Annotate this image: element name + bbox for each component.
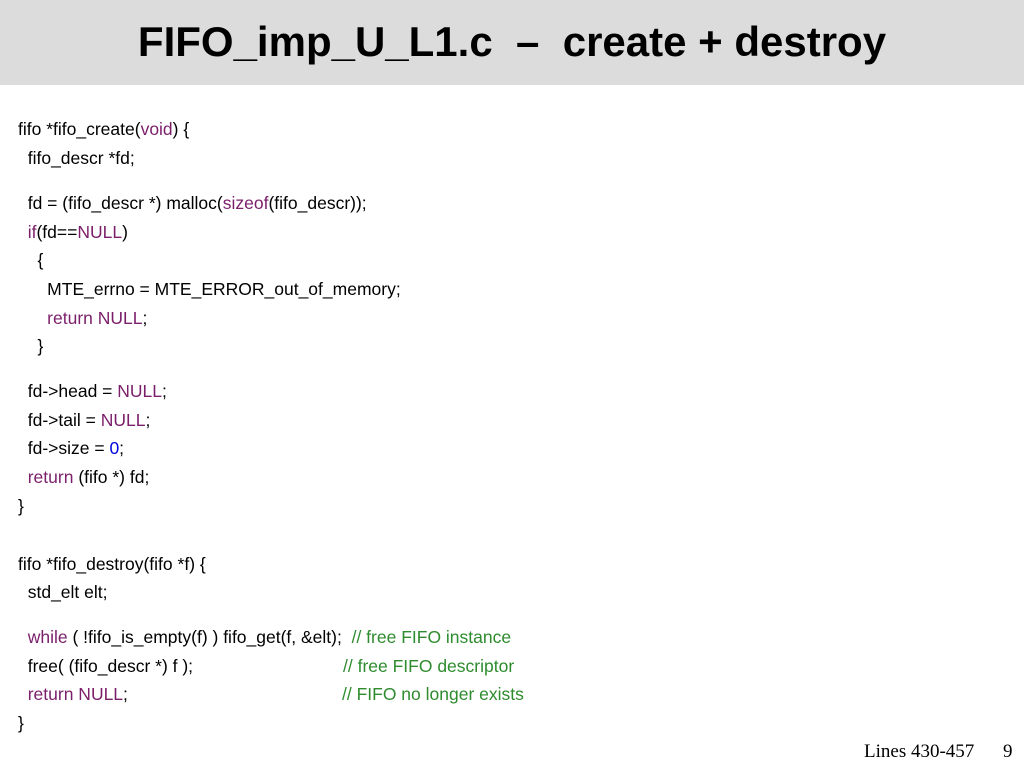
code-line: fd->size = 0; [18, 437, 124, 459]
code-text: (fd== [36, 222, 78, 242]
page-number: 9 [1003, 741, 1013, 762]
code-number: 0 [109, 438, 120, 458]
code-text: ; [145, 410, 151, 430]
code-text: ( !fifo_is_empty(f) ) fifo_get(f, &elt); [67, 627, 352, 647]
code-text: fd->tail = [18, 410, 101, 430]
code-text: ; [119, 438, 125, 458]
code-line: fifo *fifo_create(void) { [18, 118, 189, 140]
code-text: free( (fifo_descr *) f ); [18, 656, 194, 676]
code-line: fifo_descr *fd; [18, 147, 135, 169]
code-text: (fifo *) fd; [73, 467, 150, 487]
code-text: } [18, 713, 24, 733]
code-text: } [18, 336, 44, 356]
code-keyword: if [18, 222, 37, 242]
code-text: fd->head = [18, 381, 118, 401]
code-text: { [18, 250, 44, 270]
code-text: fifo_descr *fd; [18, 148, 135, 168]
code-line: if(fd==NULL) [18, 221, 128, 243]
code-keyword: NULL [100, 410, 146, 430]
code-comment: // free FIFO descriptor [343, 656, 515, 676]
code-text: MTE_errno = MTE_ERROR_out_of_memory; [18, 279, 401, 299]
code-text: std_elt elt; [18, 582, 108, 602]
title-bar [0, 0, 1024, 85]
code-line: fd->head = NULL; [18, 380, 167, 402]
lines-reference: Lines 430-457 [864, 741, 975, 762]
code-text: ) { [172, 119, 190, 139]
code-text: } [18, 496, 24, 516]
code-text: fifo *fifo_destroy(fifo *f) { [18, 554, 206, 574]
code-line: return (fifo *) fd; [18, 466, 150, 488]
slide-title: FIFO_imp_U_L1.c – create + destroy [137, 18, 887, 65]
code-comment: // FIFO no longer exists [342, 684, 524, 704]
code-keyword: NULL [77, 222, 123, 242]
code-text: fd->size = [18, 438, 110, 458]
code-line: return NULL; [18, 683, 128, 705]
code-comment: // free FIFO instance [351, 627, 512, 647]
code-line: free( (fifo_descr *) f ); [18, 655, 193, 677]
code-text: fd = (fifo_descr *) malloc( [18, 193, 223, 213]
code-text: fifo *fifo_create( [18, 119, 141, 139]
code-line: } [18, 712, 24, 734]
code-line: { [18, 249, 43, 271]
code-line: return NULL; [18, 307, 147, 329]
code-line: } [18, 335, 43, 357]
code-text: ; [123, 684, 128, 704]
code-keyword: NULL [117, 381, 162, 401]
code-text: ; [142, 308, 148, 328]
code-keyword: return [18, 467, 74, 487]
code-text: (fifo_descr)); [268, 193, 367, 213]
code-line: while ( !fifo_is_empty(f) ) fifo_get(f, … [18, 626, 511, 648]
code-line: } [18, 495, 24, 517]
code-keyword: while [18, 627, 68, 647]
code-line: MTE_errno = MTE_ERROR_out_of_memory; [18, 278, 401, 300]
code-keyword: void [140, 119, 173, 139]
code-text: ; [162, 381, 167, 401]
code-keyword: return NULL [18, 684, 124, 704]
code-keyword: sizeof [222, 193, 269, 213]
code-keyword: return NULL [18, 308, 143, 328]
code-line: fd->tail = NULL; [18, 409, 151, 431]
code-line: std_elt elt; [18, 581, 108, 603]
code-line: fd = (fifo_descr *) malloc(sizeof(fifo_d… [18, 192, 367, 214]
code-line: fifo *fifo_destroy(fifo *f) { [18, 553, 206, 575]
code-text: ) [122, 222, 128, 242]
